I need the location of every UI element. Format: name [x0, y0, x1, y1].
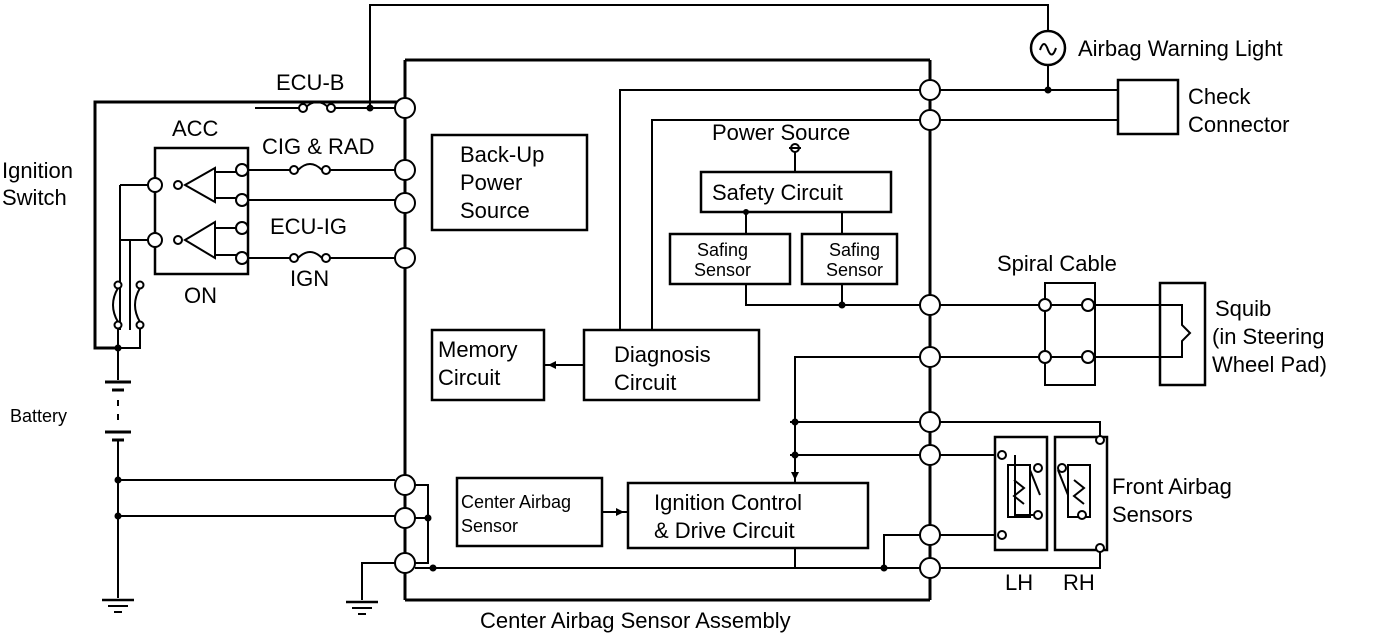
label-rh: RH: [1063, 570, 1095, 595]
label-ign: IGN: [290, 266, 329, 291]
label-safing-2a: Sensor: [694, 260, 751, 280]
warning-light-feed-wire: [369, 4, 1052, 108]
diagnosis-circuit-box: [582, 328, 761, 402]
diagnosis-wiring: [619, 89, 1118, 330]
label-ecu-ig: ECU-IG: [270, 214, 347, 239]
label-assembly: Center Airbag Sensor Assembly: [480, 608, 791, 633]
front-airbag-sensors: [940, 421, 1109, 569]
safety-circuit-region: [668, 143, 920, 309]
label-cig-rad: CIG & RAD: [262, 134, 374, 159]
label-memory-1: Memory: [438, 337, 517, 362]
squib: [1158, 281, 1207, 387]
label-backup-1: Back-Up: [460, 142, 544, 167]
label-diagnosis-2: Circuit: [614, 370, 676, 395]
label-lh: LH: [1005, 570, 1033, 595]
label-check: Check: [1188, 84, 1251, 109]
label-diagnosis-1: Diagnosis: [614, 342, 711, 367]
label-acc: ACC: [172, 116, 219, 141]
left-terminals: [394, 97, 920, 574]
label-spiral-cable: Spiral Cable: [997, 251, 1117, 276]
label-safing-1b: Safing: [829, 240, 880, 260]
label-center-sensor-1: Center Airbag: [461, 492, 571, 512]
label-backup-3: Source: [460, 198, 530, 223]
airbag-warning-light-bulb: [1029, 29, 1067, 67]
spiral-cable: [940, 282, 1160, 386]
label-backup-2: Power: [460, 170, 522, 195]
label-front-sensors-2: Sensors: [1112, 502, 1193, 527]
label-squib-3: Wheel Pad): [1212, 352, 1327, 377]
assembly-ground: [346, 562, 395, 615]
label-ignition: Ignition: [2, 158, 73, 183]
label-squib-2: (in Steering: [1212, 324, 1325, 349]
label-ecu-b: ECU-B: [276, 70, 344, 95]
ignition-switch-region: [93, 100, 407, 352]
label-center-sensor-2: Sensor: [461, 516, 518, 536]
label-ignition-control-1: Ignition Control: [654, 490, 802, 515]
label-safing-2b: Sensor: [826, 260, 883, 280]
label-on: ON: [184, 283, 217, 308]
label-safety-circuit: Safety Circuit: [712, 180, 843, 205]
label-ignition-control-2: & Drive Circuit: [654, 518, 795, 543]
label-airbag-warning-light: Airbag Warning Light: [1078, 36, 1283, 61]
label-switch: Switch: [2, 185, 67, 210]
label-power-source: Power Source: [712, 120, 850, 145]
label-safing-1a: Safing: [697, 240, 748, 260]
check-connector: [1116, 78, 1180, 136]
ignition-control-region: [455, 356, 920, 568]
label-front-sensors-1: Front Airbag: [1112, 474, 1232, 499]
battery-symbol: [102, 348, 395, 613]
label-connector: Connector: [1188, 112, 1290, 137]
backup-power-source-box: [430, 133, 589, 232]
label-battery: Battery: [10, 406, 67, 426]
label-squib-1: Squib: [1215, 296, 1271, 321]
label-memory-2: Circuit: [438, 365, 500, 390]
